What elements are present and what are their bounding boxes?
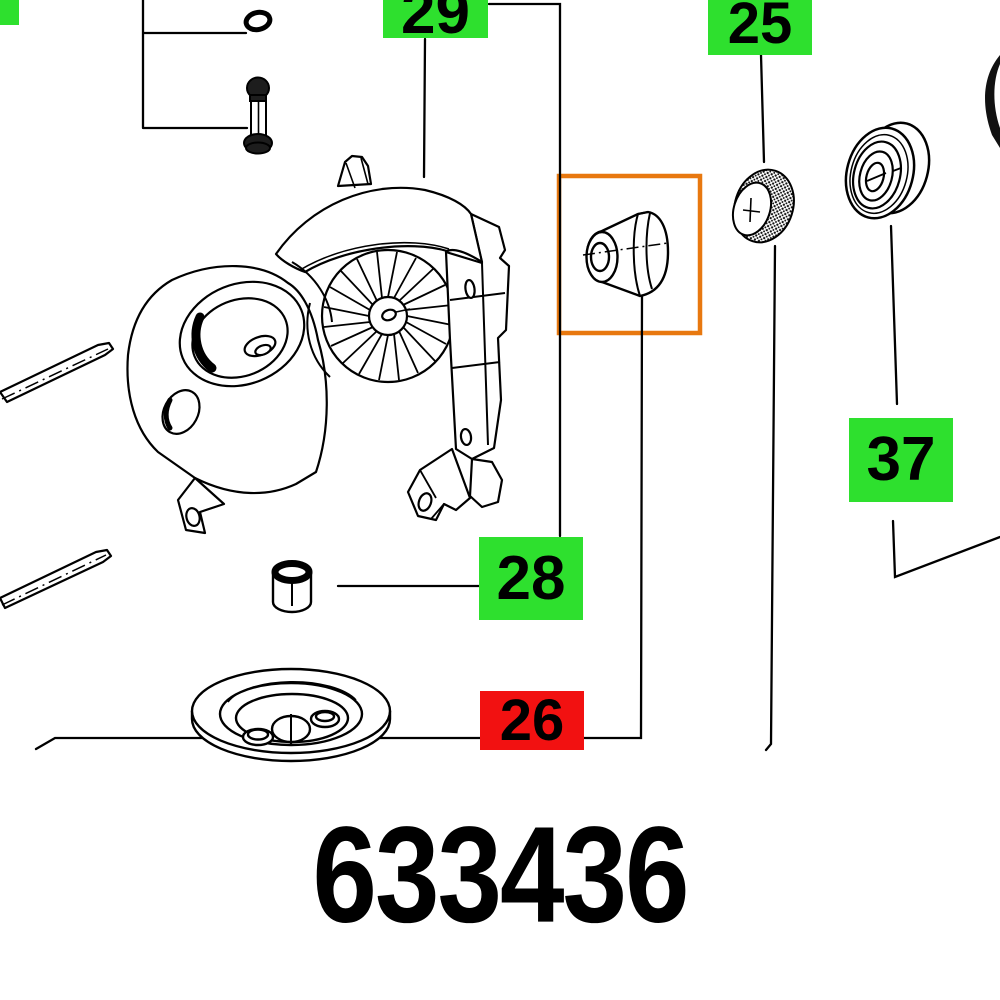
part-number-text: 633436 xyxy=(312,797,689,952)
o-ring-drawing[interactable] xyxy=(243,9,273,33)
stud-pin-drawing[interactable] xyxy=(243,76,273,155)
leader-collet-26 xyxy=(582,290,644,740)
callout-partial-top-left[interactable] xyxy=(0,0,19,25)
callout-25-label: 25 xyxy=(727,0,793,56)
bushing-drawing[interactable] xyxy=(271,560,313,614)
leader-37-offcanvas xyxy=(891,519,1000,579)
collet-nut-drawing[interactable] xyxy=(582,210,670,298)
gear-housing-drawing[interactable] xyxy=(126,154,511,535)
rod-upper-drawing[interactable] xyxy=(0,341,115,404)
callout-29-label: 29 xyxy=(401,0,470,47)
callout-25[interactable]: 25 xyxy=(708,0,812,55)
callout-28[interactable]: 28 xyxy=(479,537,583,620)
callout-29[interactable]: 29 xyxy=(383,0,488,44)
callout-26[interactable]: 26 xyxy=(480,691,584,750)
leader-ring-down xyxy=(764,244,777,752)
leader-25-ring xyxy=(759,53,766,164)
leader-29-housing xyxy=(422,37,427,179)
knurled-nut-drawing[interactable] xyxy=(725,162,803,250)
edge-part-partial-drawing xyxy=(985,55,1000,148)
callout-28-label: 28 xyxy=(496,543,566,613)
leader-bracket-top-left xyxy=(141,0,249,130)
callout-37-label: 37 xyxy=(866,425,936,494)
rod-lower-drawing[interactable] xyxy=(0,548,113,610)
leader-bearing-37 xyxy=(889,224,899,406)
leader-29-bent xyxy=(487,2,562,538)
callout-37[interactable]: 37 xyxy=(849,418,953,502)
ball-bearing-drawing[interactable] xyxy=(836,115,939,226)
callout-26-label: 26 xyxy=(499,687,565,753)
pulley-disc-drawing[interactable] xyxy=(190,667,392,763)
fan-impeller xyxy=(306,248,456,384)
